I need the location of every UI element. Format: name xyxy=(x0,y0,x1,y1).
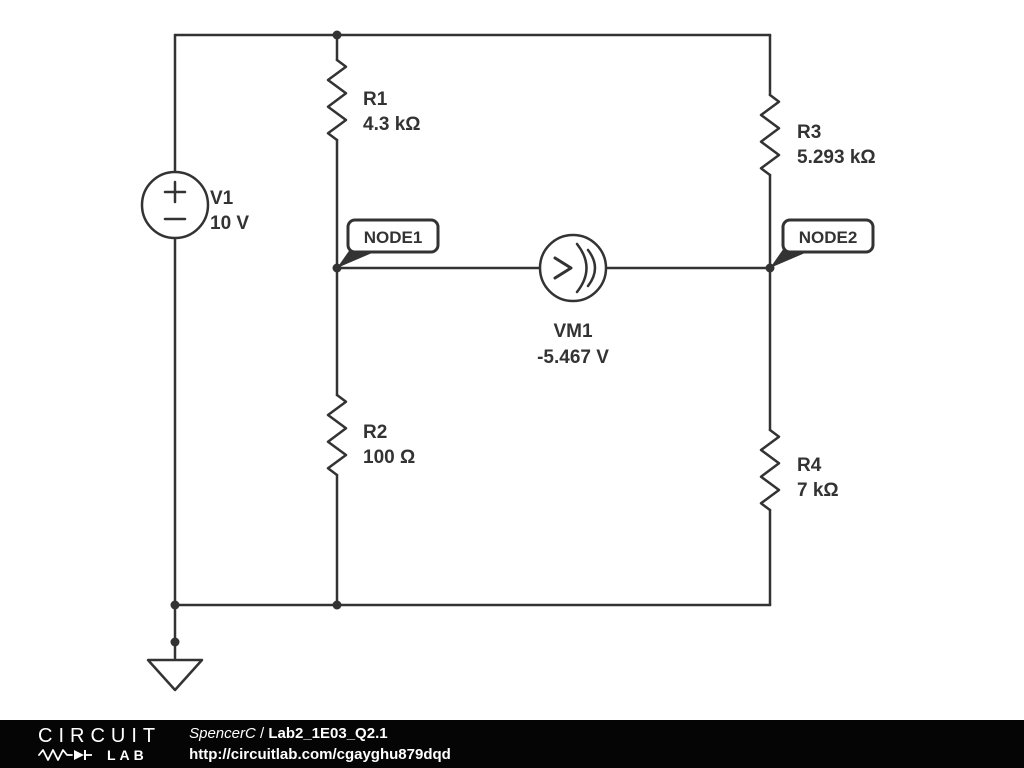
schematic-canvas: NODE1 NODE2 V1 10 V R1 4.3 kΩ R3 5.293 k… xyxy=(140,30,876,692)
wires xyxy=(173,33,772,660)
r2-name-label: R2 xyxy=(363,422,387,443)
ground-icon xyxy=(146,658,204,692)
r2-value-label: 100 Ω xyxy=(363,447,415,468)
voltmeter-arc-icon xyxy=(586,248,597,288)
logo-lab-text: LAB xyxy=(107,747,148,763)
circuit-schematic: NODE1 NODE2 V1 10 V R1 4.3 kΩ R3 5.293 k… xyxy=(140,30,876,692)
node-flag-node1: NODE1 xyxy=(337,218,440,268)
v1-value-label: 10 V xyxy=(210,213,249,234)
junction-dot xyxy=(332,600,342,610)
resistor-r3 xyxy=(759,93,781,177)
vm1-value-label: -5.467 V xyxy=(537,347,609,368)
node-flag-box xyxy=(346,218,440,254)
node1-label: NODE1 xyxy=(364,228,423,247)
schematic-title[interactable]: Lab2_1E03_Q2.1 xyxy=(268,725,388,742)
junction-dot xyxy=(170,637,180,647)
vm1-name-label: VM1 xyxy=(553,321,593,342)
r4-value-label: 7 kΩ xyxy=(797,480,839,501)
resistor-r2 xyxy=(326,393,348,477)
footer-title-line: SpencerC / Lab2_1E03_Q2.1 xyxy=(189,723,451,744)
logo-circuit-text: CIRCUIT xyxy=(38,725,162,747)
resistor-diode-icon xyxy=(38,749,92,761)
r4-name-label: R4 xyxy=(797,455,822,476)
r3-value-label: 5.293 kΩ xyxy=(797,147,876,168)
circuitlab-logo: CIRCUIT LAB xyxy=(38,726,161,762)
voltmeter-arrow-icon xyxy=(553,256,573,280)
voltmeter-vm1 xyxy=(538,233,608,303)
footer-meta: SpencerC / Lab2_1E03_Q2.1 http://circuit… xyxy=(189,723,451,765)
r3-name-label: R3 xyxy=(797,122,821,143)
junction-dot xyxy=(170,600,180,610)
plus-minus-icon xyxy=(163,180,187,221)
node2-label: NODE2 xyxy=(799,228,858,247)
v1-name-label: V1 xyxy=(210,188,234,209)
author-name[interactable]: SpencerC xyxy=(189,725,256,742)
separator: / xyxy=(255,725,269,742)
junction-dots xyxy=(170,30,775,647)
voltage-source-v1 xyxy=(140,170,210,240)
r1-name-label: R1 xyxy=(363,89,388,110)
node-flag-box xyxy=(781,218,875,254)
schematic-url[interactable]: http://circuitlab.com/cgayghu879dqd xyxy=(189,746,451,763)
footer-bar: CIRCUIT LAB SpencerC / Lab2_1E03_Q2.1 ht… xyxy=(0,720,1024,768)
junction-dot xyxy=(332,30,342,40)
resistor-r1 xyxy=(326,58,348,142)
r1-value-label: 4.3 kΩ xyxy=(363,114,421,135)
resistor-r4 xyxy=(759,428,781,512)
node-flag-node2: NODE2 xyxy=(770,218,875,268)
voltmeter-arc-icon xyxy=(575,242,588,294)
